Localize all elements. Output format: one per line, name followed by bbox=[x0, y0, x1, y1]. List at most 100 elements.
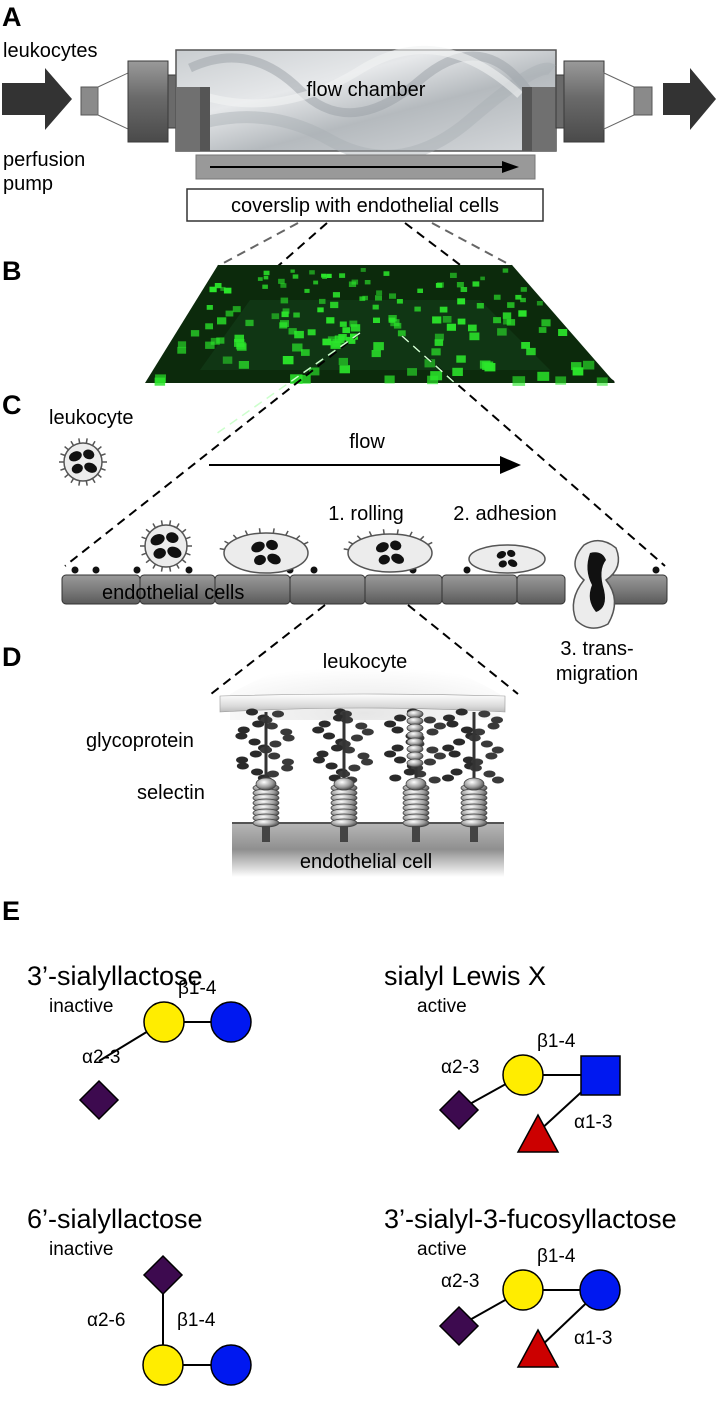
glycoprotein-selectin-pair bbox=[235, 708, 295, 842]
right-connector bbox=[555, 60, 653, 143]
fluorescent-cell bbox=[503, 318, 512, 325]
fluorescent-cell bbox=[469, 332, 480, 341]
fluorescent-cell bbox=[280, 297, 289, 304]
glycoprotein bbox=[442, 708, 504, 785]
linkage-gal: β1-4 bbox=[537, 1031, 576, 1052]
fluorescent-cell bbox=[536, 301, 543, 306]
fluorescent-cell bbox=[439, 306, 448, 313]
fluorescent-cell bbox=[299, 375, 311, 384]
fluorescent-cell bbox=[476, 303, 484, 309]
fluorescent-cell bbox=[526, 347, 536, 356]
transmigrating-leukocyte bbox=[572, 539, 620, 629]
glycan-3-sialyl-3-fucosyllactose: 3’-sialyl-3-fucosyllactose active α2-3 β… bbox=[384, 1204, 677, 1368]
fluorescent-cell bbox=[278, 278, 285, 284]
fluorescent-cell bbox=[319, 298, 326, 304]
fluorescent-cell bbox=[292, 274, 299, 279]
fluorescent-cell bbox=[384, 375, 395, 384]
fluorescent-cell bbox=[372, 304, 379, 310]
galactose-circle bbox=[502, 1269, 544, 1311]
rolling-label: 1. rolling bbox=[328, 503, 404, 525]
fluorescent-cell bbox=[446, 323, 456, 331]
fluorescent-cell bbox=[362, 295, 368, 301]
fluorescent-cell bbox=[414, 306, 421, 312]
fluorescent-cell bbox=[288, 328, 297, 335]
right-outlet-nozzle bbox=[633, 86, 653, 116]
fluorescent-cell bbox=[257, 277, 263, 281]
d-leukocyte-label: leukocyte bbox=[323, 651, 408, 673]
panel-e: E 3’-sialyllactose inactive α2-3 β1-4 si… bbox=[2, 896, 677, 1386]
fluorescent-cell bbox=[222, 356, 233, 364]
fluorescent-cell bbox=[282, 308, 290, 314]
selectin bbox=[460, 777, 488, 842]
galactose-circle bbox=[143, 1001, 185, 1043]
fluorescent-cell bbox=[339, 273, 346, 278]
fluorescent-cell bbox=[383, 271, 390, 276]
glycoprotein-selectin-pair bbox=[384, 708, 446, 842]
fluorescent-cell bbox=[301, 349, 310, 356]
fluorescent-cell bbox=[502, 268, 509, 273]
fluorescent-cell bbox=[351, 279, 359, 285]
fluorescent-cell bbox=[214, 283, 222, 289]
fluorescent-cell bbox=[434, 333, 444, 341]
fluorescent-cell bbox=[326, 273, 332, 278]
glycoprotein bbox=[312, 708, 374, 785]
fluorescent-cell bbox=[309, 270, 315, 275]
fluorescent-cell bbox=[376, 290, 383, 295]
right-cylinder-rim bbox=[555, 74, 565, 129]
flow-chamber-label: flow chamber bbox=[307, 79, 426, 101]
glucose-circle bbox=[579, 1269, 621, 1311]
sialic-acid-diamond bbox=[438, 1305, 480, 1347]
fluorescent-cell bbox=[245, 319, 254, 327]
fluorescent-cell bbox=[309, 367, 320, 376]
fluorescent-cell bbox=[497, 328, 507, 336]
fluorescent-cell bbox=[502, 312, 512, 319]
sialic-acid-diamond bbox=[142, 1254, 184, 1296]
fluorescent-cell bbox=[431, 348, 441, 356]
fluorescent-cell bbox=[435, 283, 443, 288]
fluorescent-cell bbox=[457, 298, 466, 305]
fluorescent-cell bbox=[350, 324, 361, 332]
fluorescent-cell bbox=[326, 317, 335, 324]
glycan-activity: active bbox=[417, 996, 467, 1017]
fluorescent-cell bbox=[209, 286, 217, 293]
left-cylinder-rim bbox=[167, 74, 177, 129]
fluorescent-cell bbox=[512, 376, 526, 386]
fluorescent-cell bbox=[332, 339, 343, 347]
fluorescent-cell bbox=[432, 316, 442, 324]
inlet-arrow-icon bbox=[2, 68, 72, 130]
fluorescent-cell bbox=[206, 305, 213, 310]
glycan-6-sialyllactose: 6’-sialyllactose inactive α2-6 β1-4 bbox=[27, 1204, 252, 1386]
fluorescent-cell bbox=[596, 377, 608, 386]
fluorescent-cell bbox=[424, 359, 436, 368]
fluorescent-cell bbox=[322, 338, 332, 346]
leukocyte bbox=[219, 528, 309, 574]
fucose-triangle bbox=[516, 1328, 560, 1368]
selectin bbox=[330, 777, 358, 842]
right-funnel bbox=[603, 72, 635, 130]
fluorescent-cell bbox=[468, 324, 477, 332]
transmigration-label-line2: migration bbox=[556, 663, 638, 685]
fluorescent-cell bbox=[225, 310, 234, 317]
fluorescent-cell bbox=[349, 320, 358, 327]
fluorescent-cell bbox=[538, 327, 547, 333]
right-cylinder bbox=[563, 60, 605, 143]
fluorescent-cell bbox=[262, 284, 268, 289]
panel-a: A leukocytes perfusion pump flow chamber bbox=[2, 2, 716, 222]
panel-b: B bbox=[2, 256, 615, 386]
selectin-label: selectin bbox=[137, 782, 205, 804]
fucose-triangle bbox=[516, 1113, 560, 1153]
leukocytes-label: leukocytes bbox=[3, 40, 98, 62]
fluorescent-cell bbox=[304, 288, 310, 293]
fluorescent-cell bbox=[472, 281, 480, 287]
fluorescent-cell bbox=[293, 312, 300, 318]
fluorescent-cell bbox=[220, 286, 226, 291]
selectin bbox=[402, 777, 430, 842]
coverslip-label-box bbox=[186, 188, 544, 222]
fluorescent-cell bbox=[555, 376, 567, 385]
endothelial-cell bbox=[289, 574, 366, 605]
fluorescent-cell bbox=[339, 365, 350, 374]
fluorescent-cell bbox=[263, 270, 270, 276]
panel-d: D leukocyte glycoprotein selectin endoth… bbox=[2, 642, 506, 877]
glycoprotein-selectin-pair bbox=[442, 708, 504, 842]
